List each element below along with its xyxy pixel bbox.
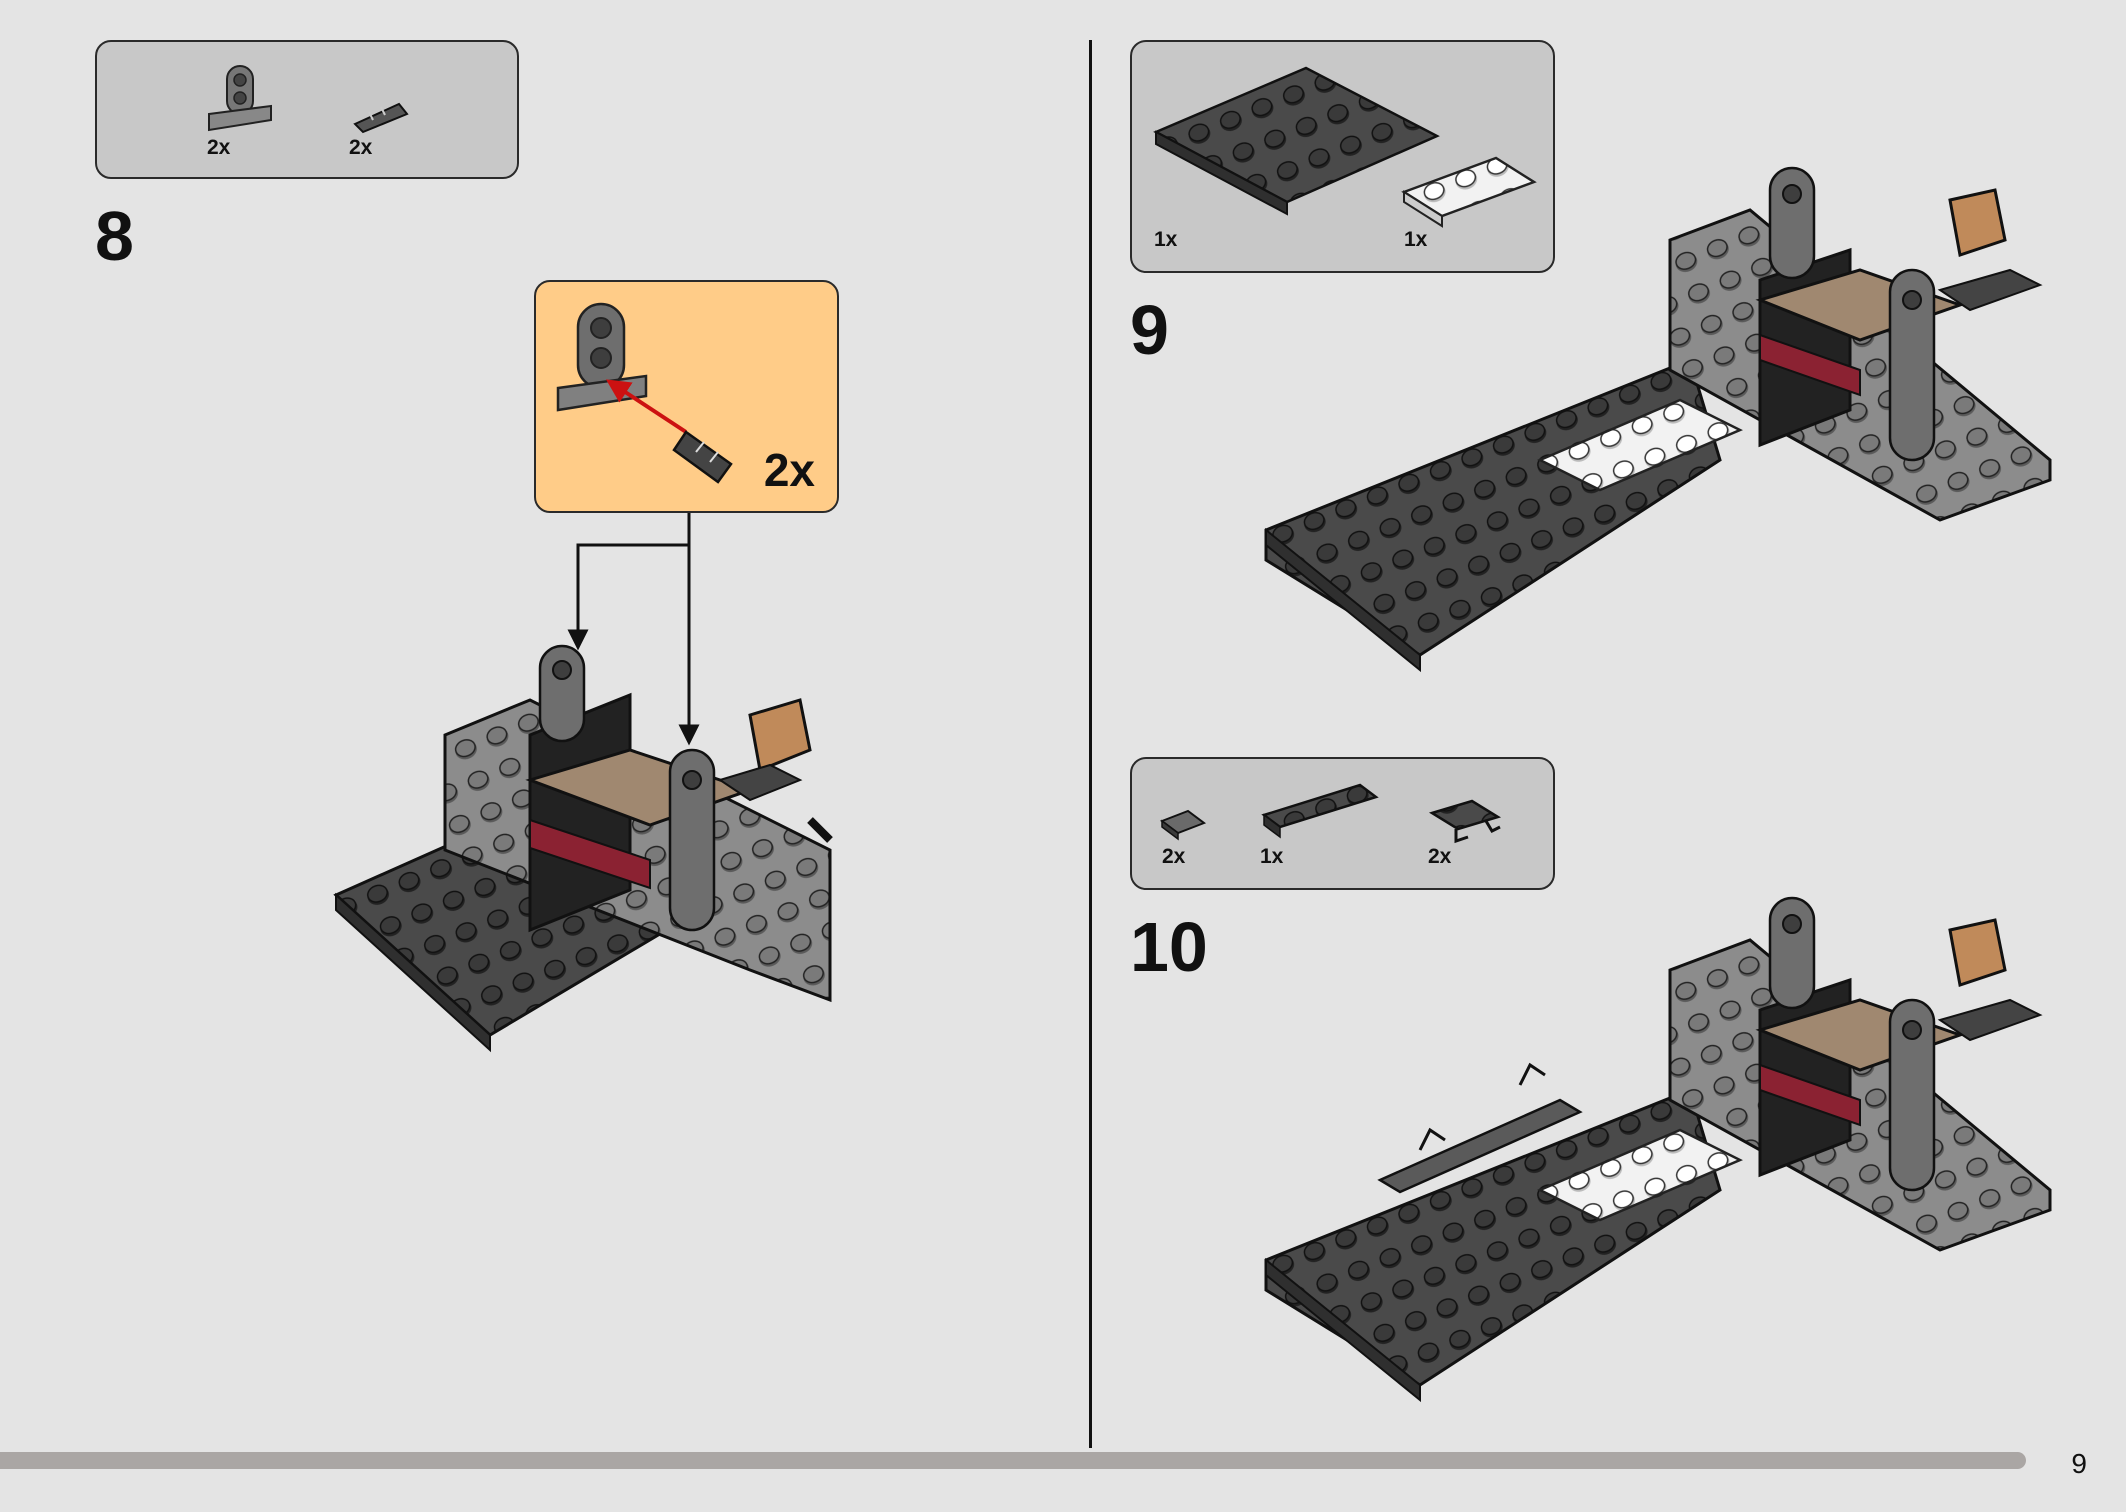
callout-assembly-illustration xyxy=(556,302,733,484)
progress-bar xyxy=(0,1452,2026,1469)
step-10-parts-box: 2x 1x 2x xyxy=(1130,757,1555,890)
step-10-part-1-qty: 2x xyxy=(1162,845,1186,868)
step-9-part-1-qty: 1x xyxy=(1154,228,1178,251)
step-8-callout: 2x xyxy=(534,280,839,513)
tile-icon xyxy=(1159,809,1207,841)
step-10-model-illustration xyxy=(1264,896,2052,1403)
step-9-model-illustration xyxy=(1264,166,2052,673)
white-plate-icon xyxy=(1401,156,1537,228)
callout-qty: 2x xyxy=(763,444,815,496)
step-9-number: 9 xyxy=(1130,291,1169,369)
page-number: 9 xyxy=(2071,1448,2087,1479)
dark-plate-icon xyxy=(1153,66,1440,216)
page-divider xyxy=(1089,40,1092,1448)
step-9-part-2-qty: 1x xyxy=(1404,228,1428,251)
step-8-part-2-qty: 2x xyxy=(349,136,373,159)
step-8-parts-box: 2x 2x xyxy=(95,40,519,179)
step-10-part-3-qty: 2x xyxy=(1428,845,1452,868)
step-10-part-2-qty: 1x xyxy=(1260,845,1284,868)
step-8-model-illustration xyxy=(333,644,833,1053)
plate-1x4-icon xyxy=(1261,783,1379,839)
step-10-number: 10 xyxy=(1130,908,1208,986)
clip-plate-icon xyxy=(1428,799,1502,844)
step-9-parts-box: 1x 1x xyxy=(1130,40,1555,273)
technic-pin-icon xyxy=(353,102,409,134)
step-8-number: 8 xyxy=(95,197,134,275)
step-8-part-1-qty: 2x xyxy=(207,136,231,159)
connector-block-icon xyxy=(208,65,272,132)
